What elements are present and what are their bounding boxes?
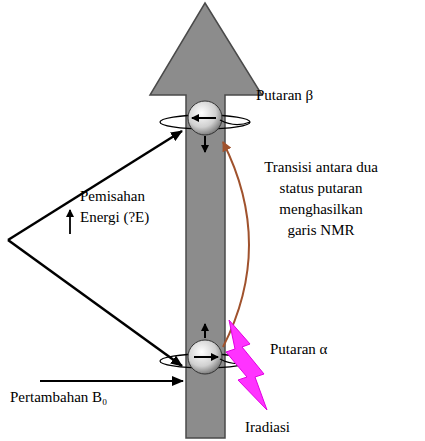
energy-line-lower — [8, 240, 182, 366]
transition-arrow — [223, 142, 249, 347]
beta-spin — [160, 101, 250, 152]
transition-note: Transisi antara dua status putaran mengh… — [264, 157, 378, 241]
irradiation-label: Iradiasi — [245, 417, 335, 438]
field-increase-arrow — [40, 380, 183, 382]
energy-line-upper — [8, 131, 182, 240]
energy-up-arrow — [69, 210, 71, 234]
spin-state-label: Putaran α — [270, 339, 380, 360]
irradiation-bolt — [226, 320, 267, 410]
energy-split-label: Pemisahan Energi (?E) — [80, 186, 170, 228]
field-label: Pertambahan B₀ — [10, 387, 180, 408]
spin-state-label: Putaran β — [256, 85, 366, 106]
